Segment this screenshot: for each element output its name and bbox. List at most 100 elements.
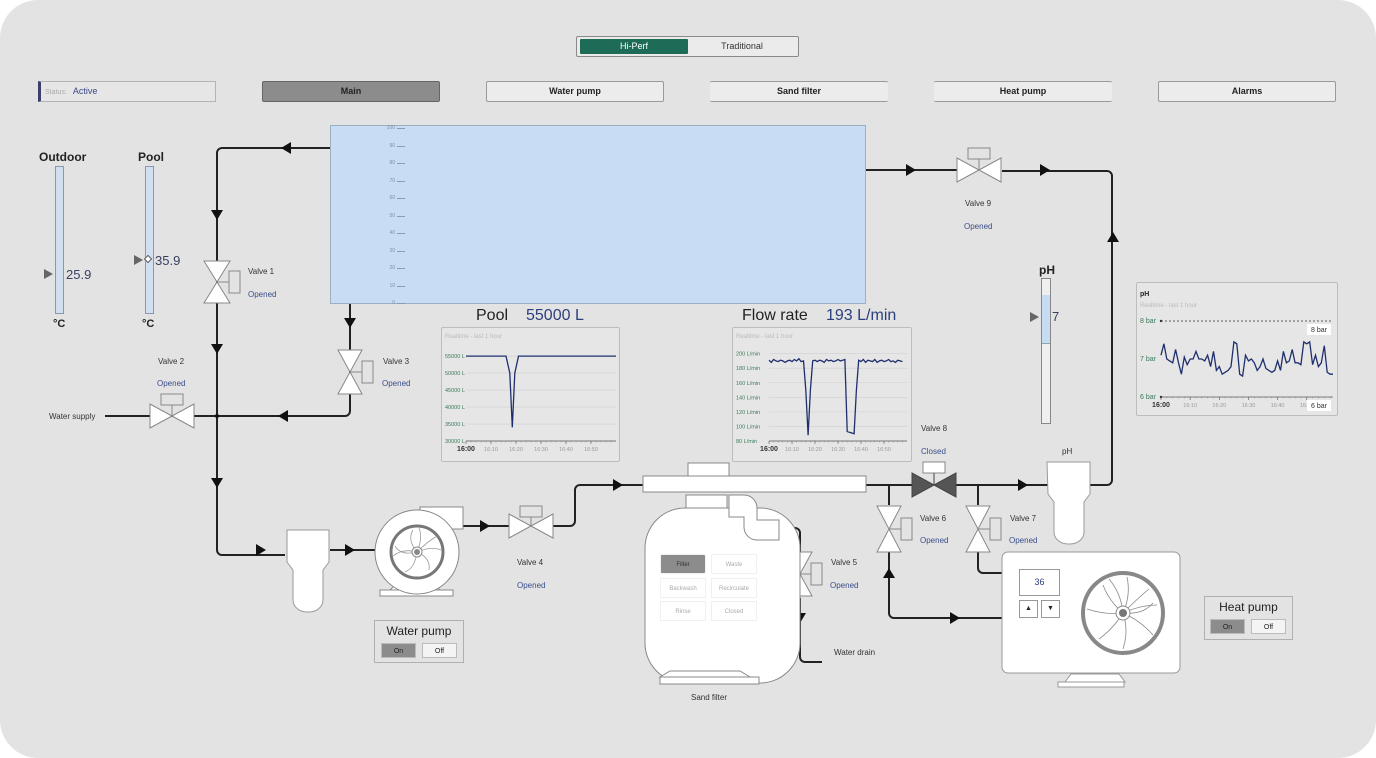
flow-arrow-icon — [211, 210, 223, 220]
setpoint-up-button[interactable]: ▲ — [1019, 600, 1038, 618]
valve-7-label: Valve 7 — [1010, 514, 1037, 523]
strainer-icon — [286, 529, 330, 613]
mode-option-hi-perf[interactable]: Hi-Perf — [580, 39, 688, 54]
flow-arrow-icon — [613, 479, 623, 491]
water-supply-label: Water supply — [49, 412, 96, 421]
heat-pump-control: Heat pump On Off — [1204, 596, 1293, 640]
chart-title: Realtime - last 1 hour — [736, 334, 793, 340]
sand-filter-mode-rinse[interactable]: Rinse — [660, 601, 706, 621]
status-label: Status: — [45, 89, 67, 96]
x-tick-label: 16:10 — [1183, 403, 1197, 409]
tank-scale-label: 70 — [389, 177, 395, 184]
x-tick-label: 16:40 — [559, 447, 573, 453]
triangle-up-icon: ▲ — [1025, 605, 1032, 612]
heat-pump-on-button[interactable]: On — [1210, 619, 1245, 634]
pool-temp-title: Pool — [138, 150, 164, 164]
limit-annotation-bg — [1307, 324, 1331, 335]
x-tick-label: 16:10 — [785, 447, 799, 453]
pipe-valve6-branch — [888, 485, 1003, 619]
valve-2-label: Valve 2 — [158, 357, 185, 366]
nav-alarms[interactable]: Alarms — [1158, 81, 1336, 102]
sand-filter-mode-recirculate[interactable]: Recirculate — [711, 578, 757, 598]
y-tick-label: 120 L/min — [736, 410, 760, 416]
nav-heat-pump[interactable]: Heat pump — [934, 81, 1112, 102]
tank-scale-label: 80 — [389, 160, 395, 166]
sand-filter-mode-waste[interactable]: Waste — [711, 554, 757, 574]
water-pump-on-button[interactable]: On — [381, 643, 416, 658]
pipe-junction — [215, 414, 219, 418]
y-tick-label: 80 L/min — [736, 439, 757, 445]
flow-arrow-icon — [1018, 479, 1028, 491]
valve-8-closed-icon — [911, 461, 957, 498]
nav-sand-filter[interactable]: Sand filter — [710, 81, 888, 102]
limit-marker — [1159, 319, 1163, 323]
valve-9-state[interactable]: Opened — [964, 222, 993, 231]
chart-subtitle: Realtime - last 1 hour — [1140, 303, 1197, 309]
valve-5-state[interactable]: Opened — [830, 581, 859, 590]
tank-scale-label: 90 — [389, 142, 395, 149]
valve-1-icon — [203, 260, 241, 304]
heat-pump-control-title: Heat pump — [1219, 600, 1278, 614]
ph-sensor-icon — [1046, 461, 1091, 545]
valve-5-label: Valve 5 — [831, 558, 858, 567]
pool-temp-unit: °C — [142, 318, 155, 330]
tank-scale-tick — [397, 285, 405, 287]
ph-gauge-value: 7 — [1052, 309, 1060, 324]
triangle-down-icon: ▼ — [1047, 605, 1054, 612]
limit-annotation-bg — [1307, 400, 1331, 411]
y-tick-label: 100 L/min — [736, 424, 760, 430]
valve-2-state[interactable]: Opened — [157, 379, 186, 388]
water-pump-off-button[interactable]: Off — [422, 643, 457, 658]
valve-3-icon — [337, 349, 374, 395]
valve-3-state[interactable]: Opened — [382, 379, 411, 388]
flow-arrow-icon — [950, 612, 960, 624]
x-tick-label: 16:30 — [831, 447, 845, 453]
flow-arrow-icon — [1107, 232, 1119, 242]
tank-scale-tick — [397, 303, 405, 304]
tank-scale-label: 20 — [389, 265, 395, 271]
limit-annotation: 6 bar — [1311, 403, 1328, 410]
tank-scale-label: 60 — [389, 195, 395, 201]
x-tick-label: 16:20 — [1212, 403, 1226, 409]
heat-pump-off-button[interactable]: Off — [1251, 619, 1286, 634]
ph-gauge-fill — [1042, 295, 1050, 344]
valve-7-state[interactable]: Opened — [1009, 536, 1038, 545]
valve-1-state[interactable]: Opened — [248, 290, 277, 299]
mode-option-traditional[interactable]: Traditional — [721, 41, 763, 51]
water-drain-label: Water drain — [834, 648, 876, 657]
valve-6-state[interactable]: Opened — [920, 536, 949, 545]
pipe-main-return — [216, 147, 330, 556]
sand-filter-mode-filter[interactable]: Filter — [660, 554, 706, 574]
x-tick-label: 16:00 — [457, 446, 475, 453]
valve-9-icon — [956, 147, 1002, 183]
valve-7-icon — [965, 505, 1002, 553]
valve-8-label: Valve 8 — [921, 424, 948, 433]
nav-main[interactable]: Main — [262, 81, 440, 102]
setpoint-down-button[interactable]: ▼ — [1041, 600, 1060, 618]
x-tick-label: 16:10 — [484, 447, 498, 453]
valve-4-state[interactable]: Opened — [517, 581, 546, 590]
nav-water-pump[interactable]: Water pump — [486, 81, 664, 102]
x-tick-label: 16:50 — [1300, 403, 1314, 409]
flow-arrow-icon — [211, 478, 223, 488]
flow-arrow-icon — [278, 410, 288, 422]
valve-8-state[interactable]: Closed — [921, 447, 946, 456]
y-tick-label: 40000 L — [445, 405, 465, 411]
sand-filter-label: Sand filter — [691, 693, 728, 702]
outdoor-temp-title: Outdoor — [39, 150, 87, 164]
sand-filter-mode-backwash[interactable]: Backwash — [660, 578, 706, 598]
limit-annotation: 8 bar — [1311, 327, 1328, 334]
tank-scale-label: 10 — [389, 282, 395, 289]
x-tick-label: 16:30 — [534, 447, 548, 453]
pool-temp-pointer-icon — [134, 255, 143, 265]
x-tick-label: 16:50 — [877, 447, 891, 453]
sand-filter-mode-closed[interactable]: Closed — [711, 601, 757, 621]
y-tick-label: 55000 L — [445, 354, 465, 360]
y-tick-label: 8 bar — [1140, 318, 1157, 325]
flow-arrow-icon — [1040, 164, 1050, 176]
